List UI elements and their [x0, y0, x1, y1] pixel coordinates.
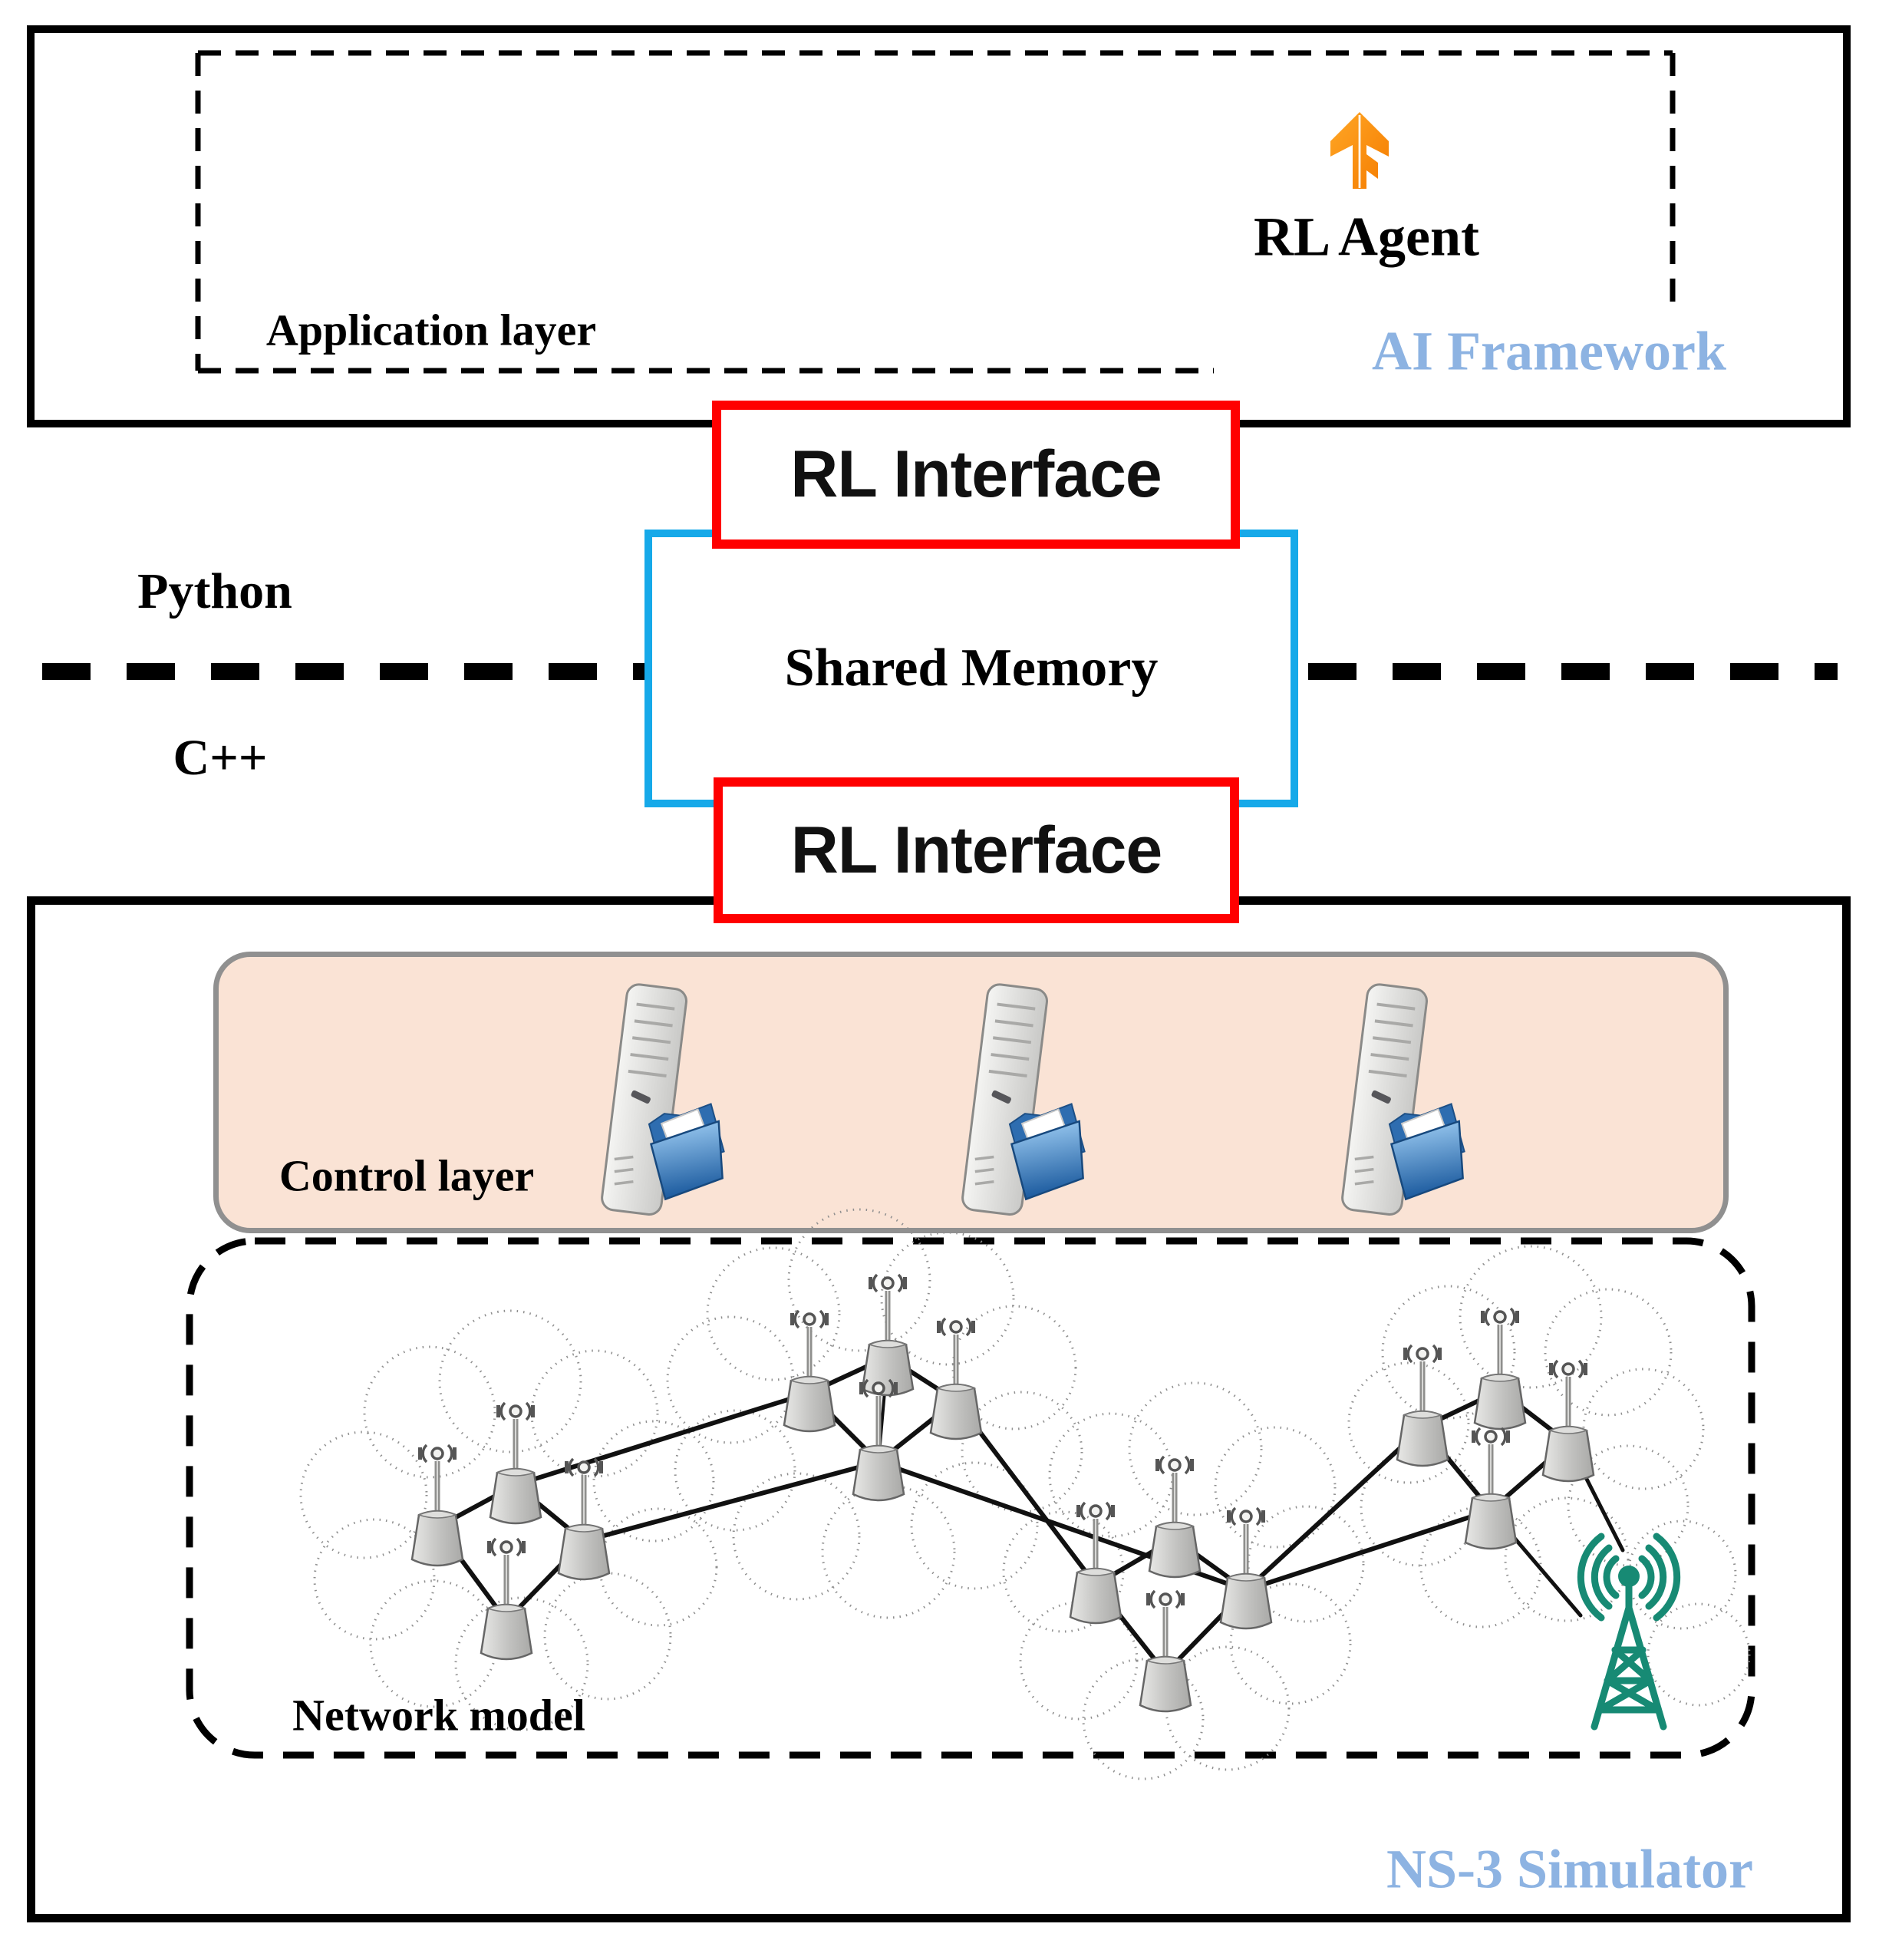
shared-memory-box: Shared Memory [644, 530, 1298, 807]
tensorflow-logo-icon [1330, 112, 1389, 189]
network-model-label: Network model [292, 1690, 585, 1741]
application-layer-dashed-box [195, 50, 1676, 374]
rl-agent-label: RL Agent [1253, 206, 1480, 268]
application-layer-label: Application layer [265, 305, 597, 355]
network-model-dashed-box [186, 1237, 1755, 1759]
shared-memory-label: Shared Memory [784, 638, 1159, 698]
ns3-simulator-label: NS-3 Simulator [1386, 1838, 1754, 1900]
rl-interface-top-label: RL Interface [790, 437, 1162, 511]
ai-framework-label: AI Framework [1372, 320, 1726, 382]
cpp-label: C++ [173, 730, 268, 786]
radio-tower-icon [1577, 1533, 1681, 1731]
python-label: Python [137, 563, 292, 619]
control-layer-label: Control layer [279, 1150, 535, 1201]
network-nodes [412, 1275, 1594, 1711]
control-layer-servers [598, 982, 1472, 1218]
rl-interface-bottom-label: RL Interface [790, 813, 1162, 887]
network-links [435, 1355, 1625, 1675]
rl-interface-top-box: RL Interface [712, 401, 1240, 549]
rl-interface-bottom-box: RL Interface [714, 777, 1239, 923]
